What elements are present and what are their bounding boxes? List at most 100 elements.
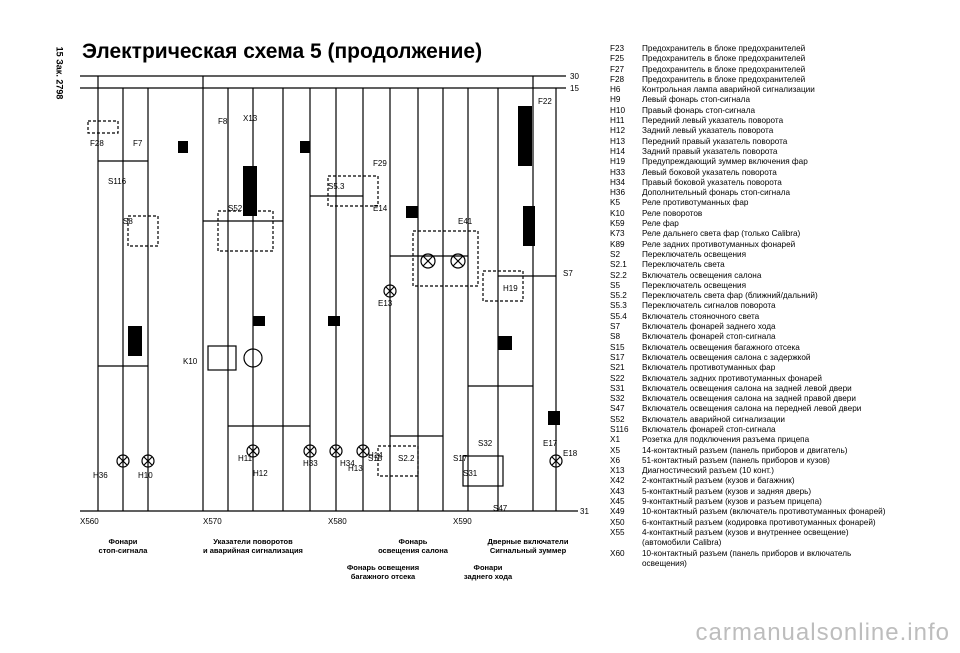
legend-item: X13 Диагностический разъем (10 конт.) [610, 466, 955, 476]
legend-code: X43 [610, 486, 625, 496]
legend-desc: Включатель освещения салона с задержкой [642, 352, 811, 362]
legend-desc: Предохранитель в блоке предохранителей [642, 54, 806, 64]
legend-desc: Левый боковой указатель поворота [642, 167, 777, 177]
legend-desc: 4-контактный разъем (кузов и внутреннее … [642, 527, 849, 548]
diagram-label-S47: S47 [493, 504, 508, 513]
wiring-diagram-svg: F28 F7 F8 X13 F22 F29 E14 E41 E13 H19 S7… [80, 72, 589, 526]
diagram-label-F8: F8 [218, 117, 228, 126]
legend-code: S116 [610, 424, 629, 434]
legend-code: S17 [610, 352, 625, 362]
legend-desc: Включатель аварийной сигнализации [642, 414, 785, 424]
legend-desc: 10-контактный разъем (включатель противо… [642, 507, 886, 517]
legend-code: F28 [610, 74, 625, 84]
wiring-diagram: F28 F7 F8 X13 F22 F29 E14 E41 E13 H19 S7… [78, 66, 598, 536]
legend-code: S5.3 [610, 301, 627, 311]
diagram-label-S52: S52 [228, 204, 243, 213]
legend-code: S47 [610, 404, 625, 414]
legend-code: X1 [610, 435, 621, 445]
diagram-label-X560: X560 [80, 517, 99, 526]
legend-desc: Передний правый указатель поворота [642, 136, 788, 146]
legend-code: K59 [610, 219, 625, 229]
legend-code: K5 [610, 198, 621, 208]
legend-desc: Переключатель света [642, 260, 725, 270]
diagram-label-F22: F22 [538, 97, 552, 106]
page-title: Электрическая схема 5 (продолжение) [82, 40, 483, 63]
legend-desc: Реле дальнего света фар (только Calibra) [642, 229, 801, 239]
legend-code: S5.2 [610, 291, 627, 301]
legend-item: F25 Предохранитель в блоке предохранителе… [610, 54, 955, 64]
legend-code: H13 [610, 136, 626, 146]
legend-desc: Правый боковой указатель поворота [642, 177, 782, 187]
legend-code: X6 [610, 455, 621, 465]
legend-desc: Включатель освещения салона на передней … [642, 404, 862, 414]
diagram-label-E14: E14 [373, 204, 388, 213]
legend-code: F27 [610, 64, 625, 74]
diagram-label-H36: H36 [93, 471, 108, 480]
legend-desc: Переключатель света фар (ближний/дальний… [642, 291, 818, 301]
legend-code: F25 [610, 54, 625, 64]
legend-code: X55 [610, 527, 625, 537]
legend-code: F23 [610, 44, 625, 53]
legend-code: X13 [610, 466, 625, 476]
diagram-label-H33: H33 [303, 459, 318, 468]
legend-code: S5.4 [610, 311, 627, 321]
legend-desc: Диагностический разъем (10 конт.) [642, 466, 774, 476]
diagram-label-S8: S8 [123, 217, 133, 226]
legend-item: X55 4-контактный разъем (кузов и внутренн… [610, 528, 955, 549]
legend-code: S7 [610, 322, 621, 332]
legend-code: S2.2 [610, 270, 627, 280]
legend-code: X45 [610, 497, 625, 507]
diagram-label-S22: S2.2 [398, 454, 415, 463]
legend-desc: Включатель задних противотуманных фонаре… [642, 373, 822, 383]
diagram-label-rail-15: 15 [570, 84, 579, 93]
legend-code: H14 [610, 146, 626, 156]
legend-desc: Переключатель освещения [642, 249, 747, 259]
diagram-label-S31: S31 [463, 469, 478, 478]
legend-code: K89 [610, 239, 625, 249]
legend-item: S5.2 Переключатель света фар (ближний/дал… [610, 291, 955, 301]
legend-desc: Розетка для подключения разъема прицепа [642, 435, 810, 445]
legend-desc: Реле противотуманных фар [642, 198, 749, 208]
diagram-label-rail-30: 30 [570, 72, 579, 81]
legend-item: K5 Реле противотуманных фар [610, 198, 955, 208]
caption-turn-signals: Указатели поворотов и аварийная сигнализ… [203, 537, 303, 555]
legend-code: S8 [610, 332, 621, 342]
legend-desc: 51-контактный разъем (панель приборов и … [642, 455, 830, 465]
diagram-label-E41: E41 [458, 217, 473, 226]
legend-code: H12 [610, 126, 626, 136]
diagram-label-H19: H19 [503, 284, 518, 293]
diagram-label-E17: E17 [543, 439, 558, 448]
legend-code: S21 [610, 363, 625, 373]
legend-code: S5 [610, 280, 621, 290]
diagram-label-E18: E18 [563, 449, 578, 458]
diagram-label-S53: S5.3 [328, 182, 345, 191]
legend-item: H13 Передний правый указатель поворота [610, 137, 955, 147]
diagram-label-X570: X570 [203, 517, 222, 526]
diagram-label-H12: H12 [253, 469, 268, 478]
legend-code: H36 [610, 188, 626, 198]
legend-desc: Включатель освещения салона на задней пр… [642, 394, 856, 404]
diagram-label-H10: H10 [138, 471, 153, 480]
legend-desc: 10-контактный разъем (панель приборов и … [642, 548, 852, 568]
caption-interior-light: Фонарь освещения салона [378, 537, 448, 555]
legend-code: K10 [610, 208, 625, 218]
legend-desc: 2-контактный разъем (кузов и багажник) [642, 476, 795, 486]
legend-code: S15 [610, 342, 625, 352]
diagram-label-F28: F28 [90, 139, 104, 148]
legend-code: H10 [610, 105, 626, 115]
diagram-label-F7: F7 [133, 139, 143, 148]
